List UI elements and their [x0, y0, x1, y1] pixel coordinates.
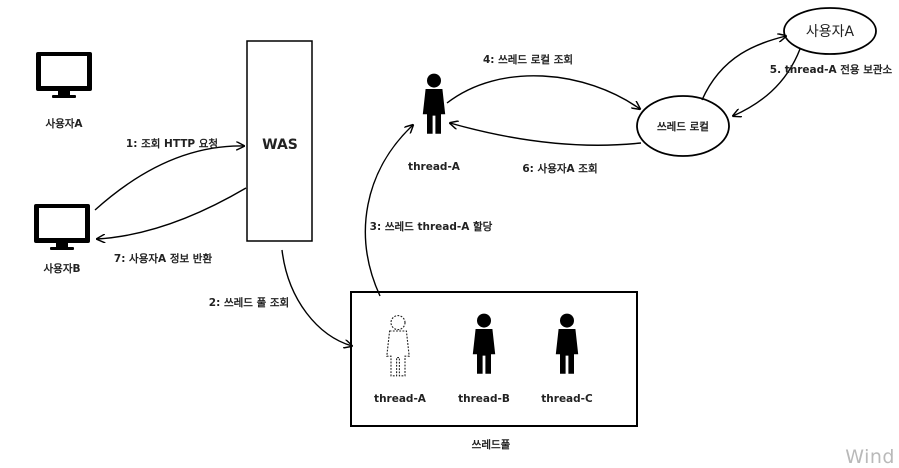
edge-6 — [450, 123, 642, 146]
edge-2 — [281, 249, 352, 346]
edge-6-label: 6: 사용자A 조회 — [522, 162, 597, 175]
edge-1 — [94, 146, 244, 211]
edge-5-label: 5. thread-A 전용 보관소 — [770, 63, 893, 76]
edge-1-label: 1: 조회 HTTP 요청 — [126, 137, 218, 150]
monitor-icon — [34, 204, 90, 250]
thread-pool-title: 쓰레드풀 — [472, 438, 511, 451]
was-label: WAS — [262, 137, 298, 153]
edge-7-label: 7: 사용자A 정보 반환 — [114, 252, 213, 265]
was-box — [246, 40, 313, 242]
edge-5 — [701, 36, 786, 101]
thread-local-node — [636, 95, 730, 157]
person-icon — [422, 73, 446, 134]
thread-a-label: thread-A — [408, 161, 461, 173]
pool-thread-c-label: thread-C — [541, 393, 593, 405]
user-a-store-label: 사용자A — [806, 24, 855, 40]
edge-4-label: 4: 쓰레드 로컬 조회 — [483, 53, 573, 66]
thread-pool-box — [350, 291, 638, 427]
edge-4 — [446, 75, 640, 109]
edge-3 — [364, 125, 413, 297]
pool-thread-a-label: thread-A — [374, 393, 427, 405]
user-b-terminal-label: 사용자B — [44, 262, 81, 275]
edge-5-return — [733, 48, 801, 116]
monitor-icon — [36, 52, 92, 98]
edges — [94, 36, 801, 346]
edge-7 — [97, 187, 247, 239]
edge-3-label: 3: 쓰레드 thread-A 할당 — [370, 220, 493, 233]
user-a-terminal-label: 사용자A — [45, 117, 83, 130]
thread-local-label: 쓰레드 로컬 — [657, 120, 709, 133]
edge-2-label: 2: 쓰레드 풀 조회 — [209, 296, 289, 309]
watermark-text: Wind — [845, 446, 895, 468]
user-a-store-node — [783, 7, 877, 55]
pool-thread-b-label: thread-B — [458, 393, 510, 405]
